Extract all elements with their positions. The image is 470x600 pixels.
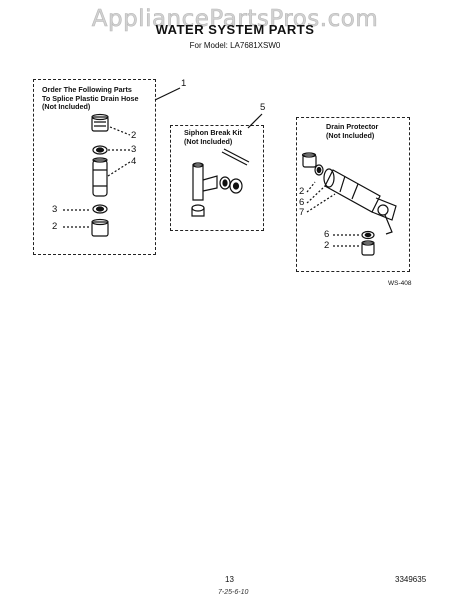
- callout-splice-3a: 3: [131, 144, 137, 155]
- siphon-box-heading: Siphon Break Kit (Not Included): [184, 128, 242, 146]
- callout-1: 1: [181, 78, 187, 89]
- drain-box-heading: Drain Protector (Not Included): [326, 122, 379, 140]
- callout-splice-2a: 2: [131, 130, 137, 141]
- drain-protector-body-drawing: [323, 168, 397, 235]
- callout-drain-7: 7: [299, 207, 305, 218]
- callout-drain-2a: 2: [299, 186, 305, 197]
- handwritten-note: 7-25-6-10: [218, 589, 249, 596]
- drain-protector-box: [296, 117, 410, 272]
- siphon-clamps-drawing: [219, 176, 243, 194]
- splice-box-heading: Order The Following Parts To Splice Plas…: [42, 85, 139, 111]
- page-number: 13: [225, 575, 234, 584]
- model-label: For Model: LA7681XSW0: [189, 41, 281, 50]
- drain-clamp-top-drawing: [314, 164, 324, 176]
- siphon-tee-drawing: [192, 162, 218, 201]
- watermark: AppliancePartsPros.com: [91, 6, 379, 33]
- leader-5: [247, 113, 263, 129]
- splice-adapter-drawing: [91, 113, 109, 132]
- drain-clamp-bottom-drawing: [361, 230, 375, 240]
- callout-splice-4: 4: [131, 156, 137, 167]
- callout-5: 5: [260, 102, 266, 113]
- siphon-hose-drawing: [221, 148, 250, 166]
- splice-clamp-bottom-drawing: [92, 204, 108, 214]
- drain-adapter-drawing: [301, 152, 317, 168]
- siphon-break-kit-box: [170, 125, 264, 231]
- leader-1: [154, 87, 181, 101]
- splice-connector-drawing: [92, 157, 108, 197]
- callout-drain-6b: 6: [324, 229, 330, 240]
- page-title: WATER SYSTEM PARTS: [155, 22, 315, 37]
- drain-adapter-bottom-drawing: [361, 240, 375, 256]
- figure-code: WS-408: [388, 280, 412, 287]
- callout-splice-3b: 3: [52, 204, 58, 215]
- splice-clamp-top-drawing: [92, 145, 108, 155]
- callout-drain-6a: 6: [299, 197, 305, 208]
- siphon-bottom-fitting-drawing: [191, 204, 205, 217]
- splice-parts-box: [33, 79, 156, 255]
- callout-drain-2b: 2: [324, 240, 330, 251]
- callout-splice-2b: 2: [52, 221, 58, 232]
- splice-adapter-bottom-drawing: [91, 218, 109, 237]
- document-number: 3349635: [395, 575, 427, 584]
